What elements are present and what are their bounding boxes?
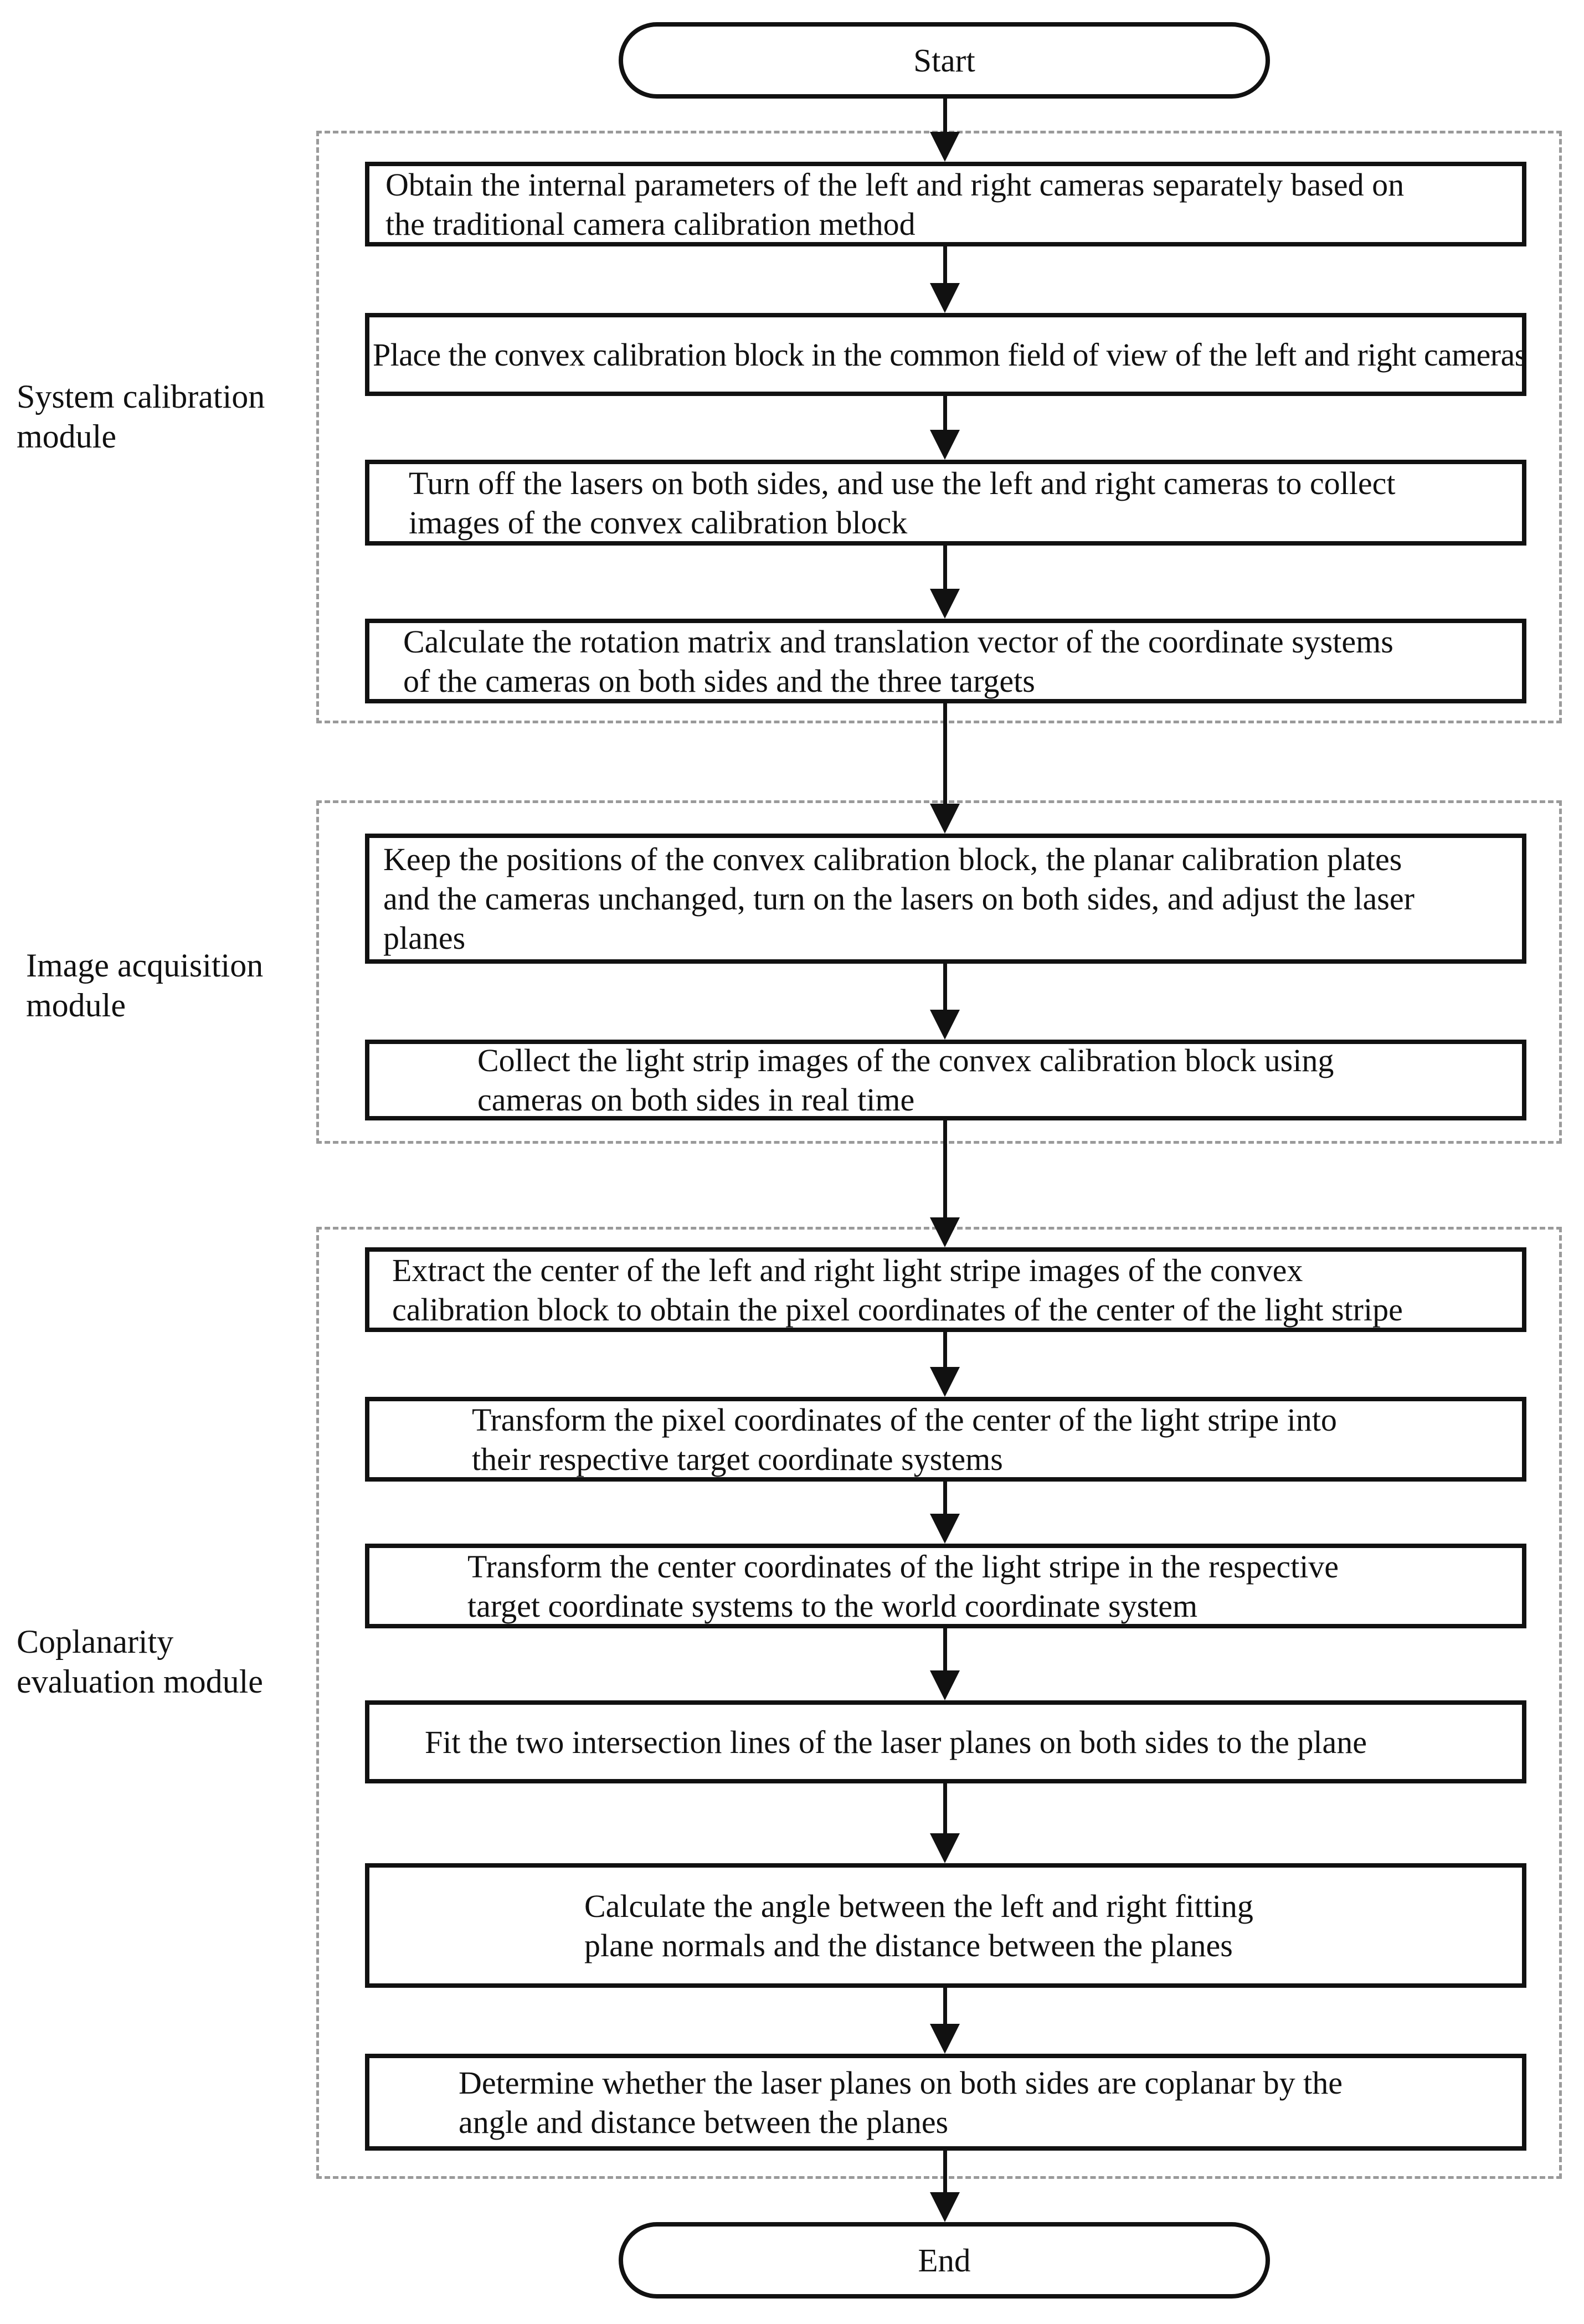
end-terminal: End — [619, 2222, 1270, 2299]
group-label-system-calibration: System calibration module — [17, 378, 265, 455]
step-fit-intersection-lines: Fit the two intersection lines of the la… — [365, 1700, 1526, 1783]
step-transform-to-world-coordinates: Transform the center coordinates of the … — [365, 1544, 1526, 1628]
step-text: Transform the pixel coordinates of the c… — [472, 1401, 1337, 1477]
step-keep-positions-adjust-lasers: Keep the positions of the convex calibra… — [365, 834, 1526, 964]
step-obtain-internal-parameters: Obtain the internal parameters of the le… — [365, 162, 1526, 246]
start-label: Start — [913, 42, 975, 79]
step-collect-light-strip-images: Collect the light strip images of the co… — [365, 1040, 1526, 1120]
step-text: Turn off the lasers on both sides, and u… — [409, 465, 1396, 541]
group-image-acquisition — [316, 800, 1562, 1144]
step-text: Transform the center coordinates of the … — [467, 1548, 1339, 1624]
group-label-image-acquisition: Image acquisition module — [26, 947, 264, 1024]
step-place-calibration-block: Place the convex calibration block in th… — [365, 313, 1527, 396]
step-calculate-rotation-matrix: Calculate the rotation matrix and transl… — [365, 619, 1526, 703]
step-text: Determine whether the laser planes on bo… — [459, 2064, 1343, 2140]
step-text: Place the convex calibration block in th… — [373, 336, 1527, 373]
step-determine-coplanarity: Determine whether the laser planes on bo… — [365, 2054, 1526, 2151]
step-text: Obtain the internal parameters of the le… — [385, 166, 1405, 242]
step-calculate-plane-angle-distance: Calculate the angle between the left and… — [365, 1863, 1526, 1988]
step-text: Fit the two intersection lines of the la… — [425, 1724, 1367, 1760]
step-text: Keep the positions of the convex calibra… — [383, 841, 1415, 956]
step-text: Extract the center of the left and right… — [392, 1252, 1403, 1328]
step-transform-to-target-coordinates: Transform the pixel coordinates of the c… — [365, 1397, 1526, 1482]
step-turn-off-lasers: Turn off the lasers on both sides, and u… — [365, 460, 1526, 546]
step-text: Collect the light strip images of the co… — [477, 1042, 1334, 1118]
step-extract-stripe-center: Extract the center of the left and right… — [365, 1247, 1526, 1332]
group-label-coplanarity-evaluation: Coplanarity evaluation module — [17, 1623, 263, 1700]
step-text: Calculate the angle between the left and… — [584, 1888, 1253, 1963]
start-terminal: Start — [619, 22, 1270, 99]
end-label: End — [918, 2241, 971, 2279]
step-text: Calculate the rotation matrix and transl… — [403, 623, 1393, 699]
